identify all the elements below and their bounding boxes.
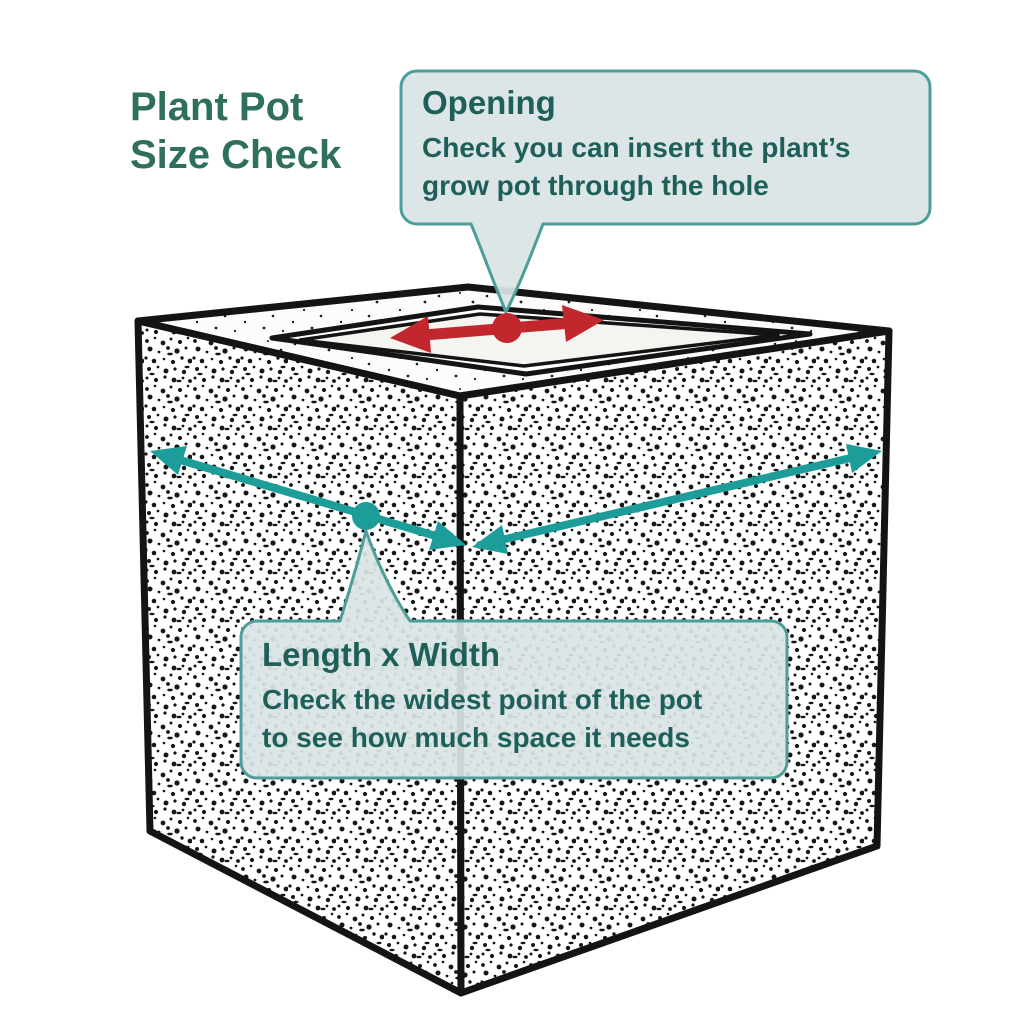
length-width-callout: Length x Width Check the widest point of… — [239, 529, 789, 780]
title-line-1: Plant Pot — [130, 85, 303, 129]
opening-marker-dot — [492, 313, 522, 343]
width-arrow-line — [476, 449, 876, 549]
opening-callout-heading: Opening — [422, 84, 556, 121]
length-width-callout-bubble — [239, 529, 789, 780]
length-arrow-line — [156, 450, 450, 543]
width-arrow-head-inner — [472, 525, 508, 554]
opening-arrow-head-right — [562, 305, 604, 342]
title-line-2: Size Check — [130, 133, 342, 177]
length-width-arrows — [150, 444, 882, 554]
diagram-title: Plant Pot Size Check — [130, 85, 342, 177]
length-width-callout-body-line1: Check the widest point of the pot — [262, 684, 702, 715]
opening-callout-bubble — [399, 69, 932, 314]
length-width-marker-dot — [352, 502, 380, 530]
length-width-callout-heading: Length x Width — [262, 636, 500, 673]
opening-callout: Opening Check you can insert the plant’s… — [399, 69, 932, 314]
marker-dots — [352, 313, 522, 530]
opening-arrow-head-left — [390, 316, 431, 353]
length-arrow-head-inner — [429, 521, 466, 550]
opening-callout-body-line1: Check you can insert the plant’s — [422, 132, 850, 163]
length-width-callout-body-line2: to see how much space it needs — [262, 722, 690, 753]
opening-callout-body-line2: grow pot through the hole — [422, 170, 769, 201]
width-arrow-head-outer — [846, 444, 882, 473]
length-arrow-head-outer — [150, 446, 187, 475]
